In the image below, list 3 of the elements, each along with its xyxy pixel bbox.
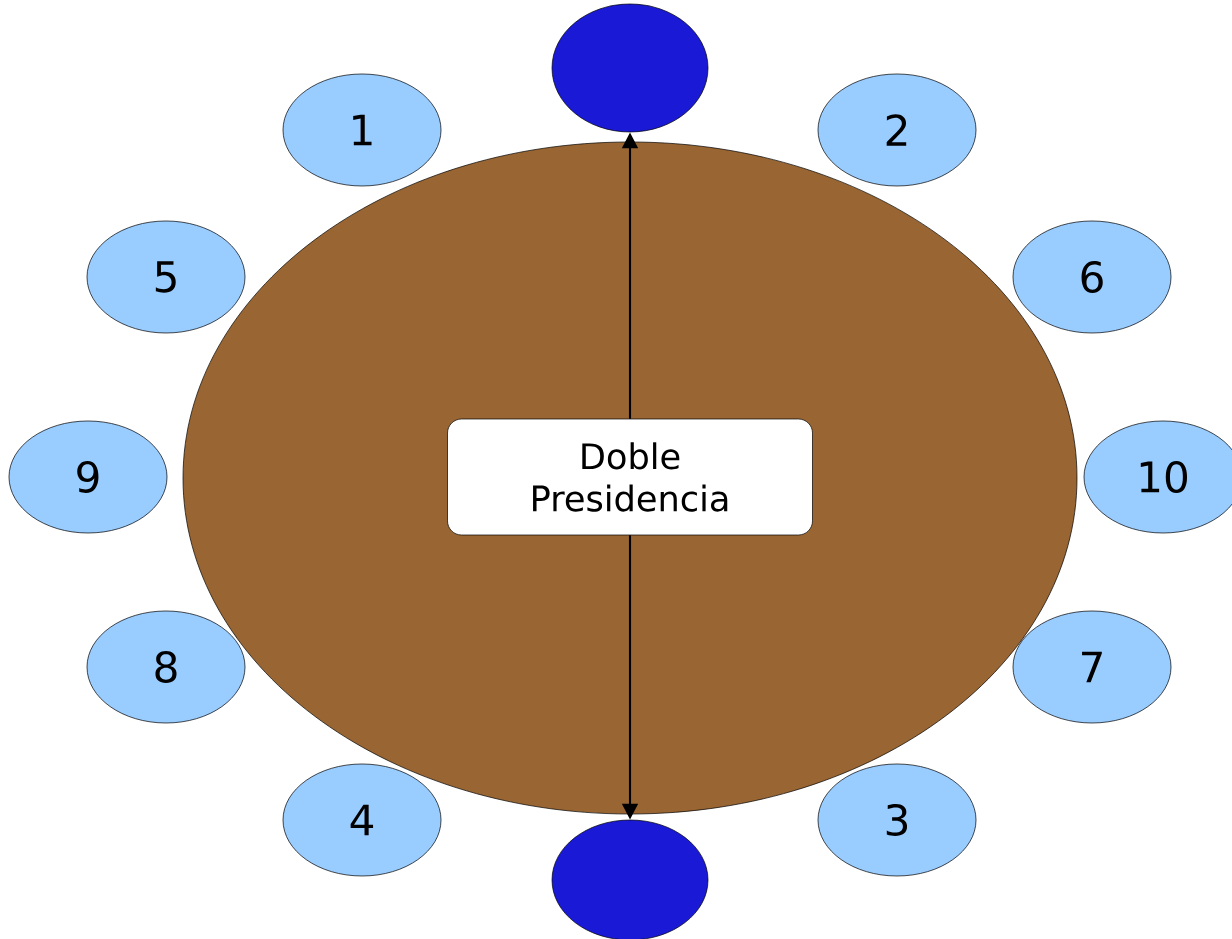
label-box: Doble Presidencia (447, 418, 813, 536)
presidency-seat (551, 819, 709, 939)
presidency-seat (551, 3, 709, 133)
